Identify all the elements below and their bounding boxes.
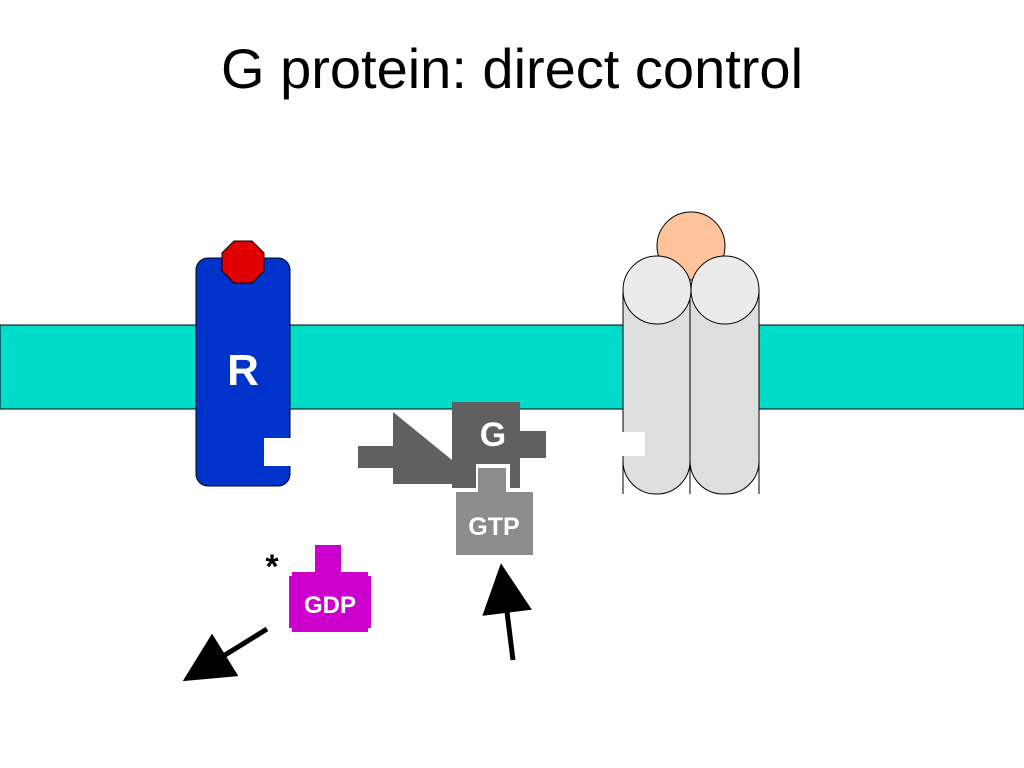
receptor-binding-notch [264,438,292,466]
gdp: GDP [289,545,371,632]
channel-binding-notch [620,432,645,456]
receptor: R [195,257,292,487]
slide-title: G protein: direct control [220,37,804,100]
gdp-label: GDP [304,592,356,619]
gtp-label: GTP [468,513,519,541]
g-protein: G [358,402,546,488]
g-protein-label: G [480,416,506,454]
gdp-shape [289,545,371,632]
cell-membrane [0,324,1024,410]
arrow-up-icon [482,563,532,661]
channel-top-right [690,255,760,325]
ligand-octagon-icon [221,240,265,284]
gtp-shape [456,468,533,555]
receptor-label: R [227,346,259,395]
arrow-down-left-icon [182,626,269,682]
ion-channel [620,211,760,495]
gtp: GTP [456,468,533,555]
g-protein-body [358,402,546,488]
asterisk-mark: * [265,548,279,586]
channel-top-left [622,255,692,325]
